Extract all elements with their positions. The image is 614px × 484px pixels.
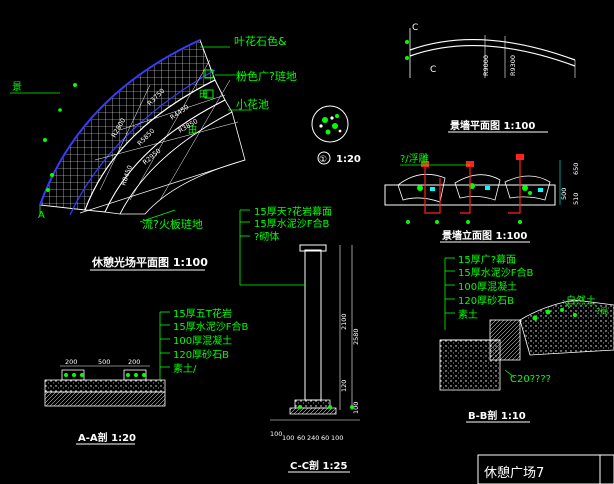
cc-hdim: 240 [307, 434, 319, 442]
bb-c20: C20???? [510, 374, 551, 385]
wall-elevation-title: 景墙立面图 1:100 [442, 229, 527, 242]
aa-note-4: 120厚砂石B [173, 348, 229, 361]
cc-hdim: 100 [282, 434, 294, 442]
bb-natural-side: ?局 [596, 307, 608, 316]
wall-plan: C C R9000 R9300 景墙平面图 1:100 [405, 23, 576, 133]
plan-tian-2: 田 [188, 125, 197, 136]
cc-vdim: 2580 [352, 328, 360, 345]
wall-elevation: ?/浮雕 500 650 510 景墙立面图 1:100 [384, 152, 580, 243]
aa-note-3: 100厚混凝土 [173, 334, 232, 347]
cc-title: C-C剖 1:25 [290, 459, 347, 472]
bb-title: B-B剖 1:10 [468, 409, 526, 422]
circle-detail-scale: 1:20 [336, 154, 361, 165]
wall-plan-r1: R9000 [482, 55, 490, 76]
wall-elev-dim: 500 [560, 188, 568, 200]
cc-hdim: 100 [331, 434, 343, 442]
bb-note-1: 15厚广?幕面 [458, 253, 516, 266]
plan-note-3: 小花池 [236, 98, 269, 111]
wall-plan-r2: R9300 [509, 55, 517, 76]
cc-section: 15厚天?花岩幕面 15厚水泥沙F合B ?砌体 2100 2580 120 10… [239, 205, 360, 473]
aa-title: A-A剖 1:20 [78, 431, 136, 444]
radius-label: R2950 [141, 147, 162, 167]
wall-plan-c1: C [412, 23, 418, 33]
plaza-plan: 田 田 R3750 R4450 R3850 R5850 R2950 R2800 … [10, 34, 297, 271]
cc-note-2: 15厚水泥沙F合B [254, 217, 329, 230]
cc-note-3: ?砌体 [254, 231, 279, 243]
aa-dim: 200 [128, 358, 140, 366]
circle-detail: ① 1:20 [311, 105, 361, 165]
bb-note-5: 素土 [458, 308, 478, 321]
radius-label: R4450 [169, 103, 191, 122]
cc-vdim: 120 [340, 380, 348, 392]
wall-plan-c2: C [430, 65, 436, 75]
aa-note-1: 15厚五T花岩 [173, 307, 232, 320]
bb-note-2: 15厚水泥沙F合B [458, 266, 533, 279]
plan-note-2: 粉色广?琏地 [236, 69, 297, 83]
bb-note-3: 100厚混凝土 [458, 280, 517, 293]
bb-natural-soil: 自然土 [566, 294, 596, 307]
wall-elev-dim: 510 [572, 193, 580, 205]
plan-inner-field [119, 111, 246, 215]
aa-section: 200 500 200 15厚五T花岩 15厚水泥沙F合B 100厚混凝土 12… [44, 307, 248, 445]
plan-label-jing: 景 [12, 81, 22, 93]
cc-vdim: 2100 [340, 313, 348, 330]
aa-note-5: 素土/ [173, 362, 197, 375]
aa-dim: 500 [98, 358, 110, 366]
aa-dim: 200 [65, 358, 77, 366]
plan-note-1: 叶花石色& [234, 34, 287, 48]
bb-section: 15厚广?幕面 15厚水泥沙F合B 100厚混凝土 120厚砂石B 素土 自然土… [439, 253, 614, 423]
title-block-text: 休憩广场7 [484, 465, 544, 481]
radius-label: R8450 [119, 164, 134, 187]
plan-label-a: A [38, 210, 45, 221]
aa-note-2: 15厚水泥沙F合B [173, 320, 248, 333]
cc-hdim: 60 [297, 434, 305, 442]
cc-hdim: 60 [321, 434, 329, 442]
title-block: 休憩广场7 [477, 454, 614, 484]
wall-elev-dim: 650 [572, 163, 580, 175]
cc-bottom-dim: 100 [270, 430, 282, 438]
plan-title: 休憩光场平面图 1:100 [91, 255, 208, 269]
plan-outer-arc [39, 39, 201, 206]
cc-vdim: 100 [352, 402, 360, 414]
plan-tian-1: 田 [199, 89, 208, 100]
bb-note-4: 120厚砂石B [458, 294, 514, 307]
wall-elevation-note: ?/浮雕 [400, 152, 429, 165]
cc-note-1: 15厚天?花岩幕面 [254, 205, 332, 218]
circle-detail-number: ① [319, 155, 327, 165]
plan-note-4: 流?火板琏地 [142, 217, 203, 231]
plan-inner-arc [69, 69, 216, 216]
wall-plan-title: 景墙平面图 1:100 [450, 119, 535, 132]
